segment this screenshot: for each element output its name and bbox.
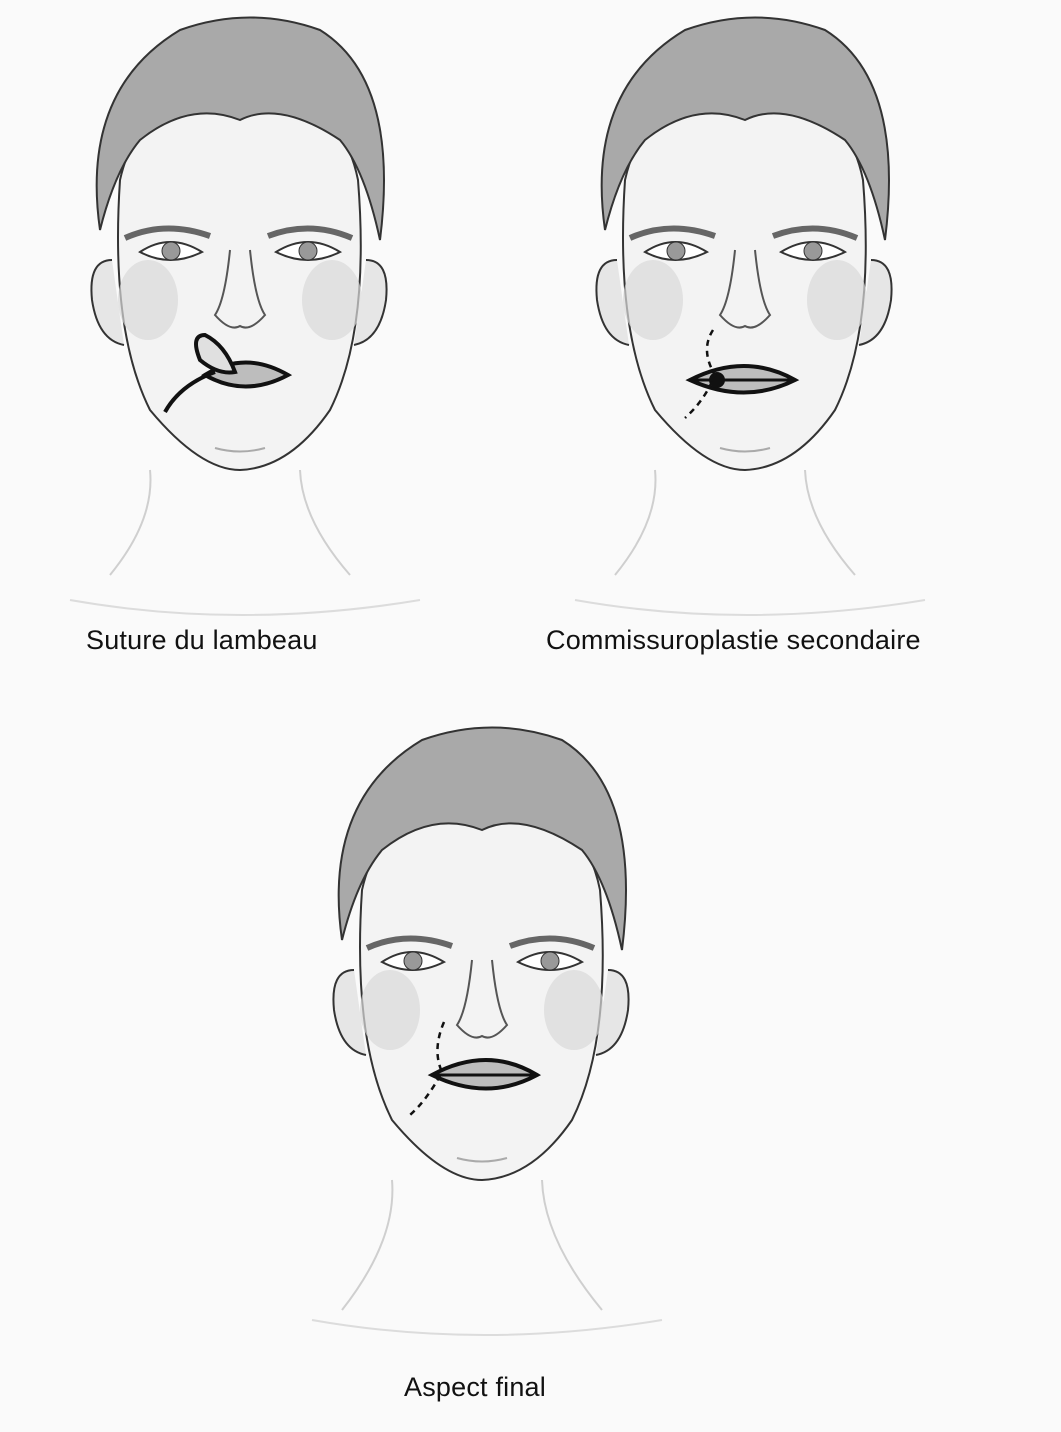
right-cheek-shade	[544, 970, 604, 1050]
left-iris	[162, 242, 180, 260]
left-cheek-shade	[118, 260, 178, 340]
left-cheek-shade	[623, 260, 683, 340]
face-drawing	[40, 0, 440, 620]
right-iris	[299, 242, 317, 260]
shoulder-line	[575, 600, 925, 615]
shoulder-line	[312, 1320, 662, 1335]
neck-outline	[342, 1180, 602, 1310]
left-cheek-shade	[360, 970, 420, 1050]
left-iris	[667, 242, 685, 260]
right-cheek-shade	[807, 260, 867, 340]
caption-suture-flap: Suture du lambeau	[86, 625, 318, 656]
face-illustration-suture-flap	[40, 0, 440, 620]
right-iris	[541, 952, 559, 970]
right-iris	[804, 242, 822, 260]
right-cheek-shade	[302, 260, 362, 340]
face-illustration-secondary-commissuroplasty	[545, 0, 945, 620]
left-iris	[404, 952, 422, 970]
caption-secondary-commissuroplasty: Commissuroplastie secondaire	[546, 625, 921, 656]
neck-outline	[110, 470, 350, 575]
face-illustration-final-aspect	[282, 710, 682, 1350]
face-drawing	[545, 0, 945, 620]
face-drawing	[282, 710, 682, 1350]
caption-final-aspect: Aspect final	[404, 1372, 546, 1403]
neck-outline	[615, 470, 855, 575]
shoulder-line	[70, 600, 420, 615]
